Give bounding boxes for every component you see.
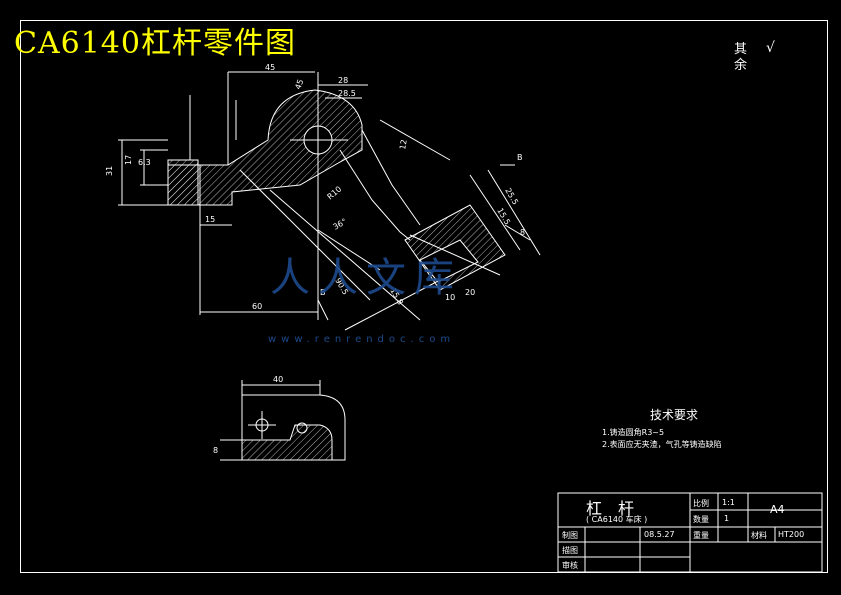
drawing-title: CA6140杠杆零件图	[14, 26, 296, 61]
dim-45b: 45	[293, 78, 305, 91]
tech-line-1: 1.铸造圆角R3~5	[602, 428, 665, 437]
scale-label: 比例	[693, 499, 709, 508]
drawing-frame	[20, 20, 828, 573]
roughness-label-2: 余	[734, 58, 748, 73]
section-b-top: B	[517, 153, 523, 162]
general-roughness-note: 其 余 √	[734, 40, 775, 74]
dim-10: 10	[445, 293, 455, 302]
section-b-bottom: B	[320, 288, 326, 297]
qty-label: 数量	[693, 515, 709, 524]
sheet-size: A4	[770, 503, 785, 516]
drawn-label: 制图	[562, 531, 578, 540]
dim-40: 40	[273, 375, 283, 384]
tech-heading: 技术要求	[650, 408, 699, 422]
dim-15: 15	[205, 215, 215, 224]
dim-20: 20	[465, 288, 475, 297]
check-label: 审核	[562, 561, 578, 570]
dim-17: 17	[124, 155, 133, 165]
draw-label: 描图	[562, 546, 578, 555]
roughness-label-1: 其	[734, 42, 748, 57]
technical-requirements: 技术要求 1.铸造圆角R3~5 2.表面应无夹渣，气孔等铸造缺陷	[602, 406, 722, 451]
roughness-symbol-icon: √	[766, 40, 775, 56]
lever-section-hatch	[167, 89, 363, 206]
dim-25-5: 25.5	[503, 187, 520, 207]
title-block: 杠 杆 ( CA6140 车床 ) 比例 1:1 数量 1 A4 重量 材料 H…	[558, 493, 822, 572]
watermark-url: www.renrendoc.com	[268, 334, 456, 345]
part-subtitle: ( CA6140 车床 )	[586, 515, 648, 524]
dim-60: 60	[252, 302, 262, 311]
material-value: HT200	[778, 530, 805, 539]
bottom-view-outline	[241, 394, 346, 461]
dim-r10: R10	[326, 185, 344, 202]
dim-28-5: 28.5	[338, 89, 356, 98]
weight-label: 重量	[693, 531, 709, 540]
material-label: 材料	[751, 531, 767, 540]
dim-36: 36°	[332, 217, 349, 232]
scale-value: 1:1	[722, 498, 735, 507]
dim-8-bottom: 8	[213, 446, 218, 455]
tech-line-2: 2.表面应无夹渣，气孔等铸造缺陷	[602, 440, 722, 449]
watermark-text: 人人文库	[270, 255, 462, 301]
dim-31: 31	[105, 166, 114, 176]
dim-6-3: 6.3	[138, 158, 151, 167]
part-name: 杠 杆	[586, 499, 635, 518]
dim-28: 28	[338, 76, 348, 85]
drawn-date: 08.5.27	[644, 530, 675, 539]
dim-8: 8	[520, 228, 525, 237]
qty-value: 1	[724, 514, 730, 523]
dim-12: 12	[398, 139, 409, 151]
dim-45: 45	[265, 63, 275, 72]
